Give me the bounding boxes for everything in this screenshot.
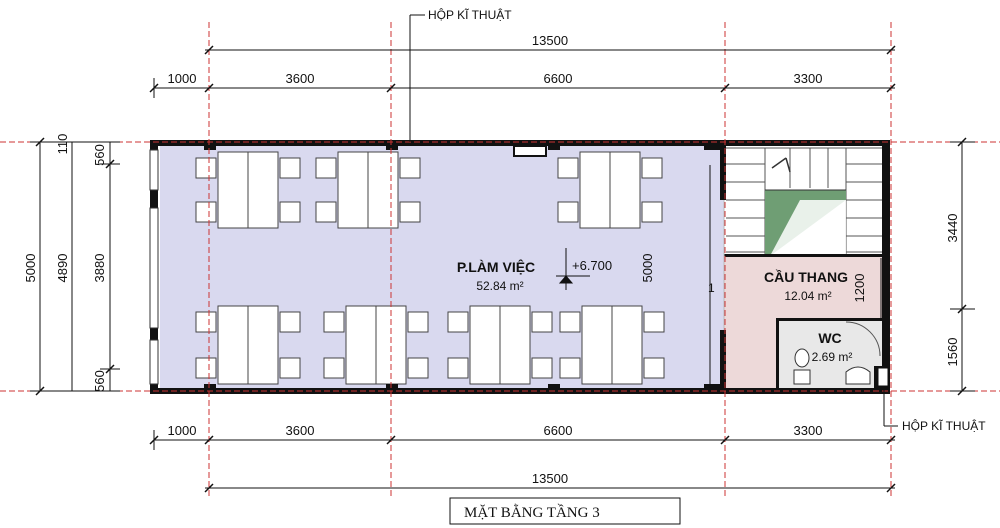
dim-top-seg-2: 3600 (286, 71, 315, 86)
dim-top-seg-4: 3300 (794, 71, 823, 86)
dim-left-part-2: 560 (92, 144, 107, 166)
desk (247, 305, 279, 385)
drawing-title: MẶT BẰNG TẦNG 3 (464, 504, 600, 521)
chair (643, 357, 665, 379)
office-room-name: P.LÀM VIỆC (457, 258, 535, 275)
dim-bottom-total: 13500 (532, 471, 568, 486)
dim-left-part-1: 110 (55, 134, 70, 155)
chair (447, 357, 469, 379)
chair (279, 357, 301, 379)
chair (279, 311, 301, 333)
chair (641, 157, 663, 179)
desk (609, 151, 641, 229)
chair (559, 357, 581, 379)
chair (641, 201, 663, 223)
dim-top-seg-1: 1000 (168, 71, 197, 86)
dim-bottom-seg-3: 6600 (544, 423, 573, 438)
dim-right-part-2: 1560 (945, 338, 960, 367)
tech-box-label-bottom: HỘP KĨ THUẬT (902, 418, 986, 433)
chair (195, 201, 217, 223)
chair (279, 157, 301, 179)
desk (579, 151, 611, 229)
chair (195, 157, 217, 179)
desk (581, 305, 613, 385)
chair (559, 311, 581, 333)
dim-left-part-4: 560 (92, 370, 107, 392)
desk (367, 151, 399, 229)
office-room-area: 52.84 m² (476, 279, 523, 293)
wc-fixtures (793, 321, 881, 385)
office-level: +6.700 (572, 258, 612, 273)
chair (279, 201, 301, 223)
left-windows (149, 149, 159, 385)
wc-room-area: 2.69 m² (812, 350, 853, 364)
chair (195, 357, 217, 379)
desk (499, 305, 531, 385)
desk (217, 305, 249, 385)
dim-right-part-1: 3440 (945, 214, 960, 243)
dim-middle-vertical: 5000 (640, 254, 655, 283)
chair (447, 311, 469, 333)
desk (247, 151, 279, 229)
desk (611, 305, 643, 385)
dimension-ticks (35, 45, 967, 493)
chair (323, 357, 345, 379)
desk (375, 305, 407, 385)
chair (407, 357, 429, 379)
dimension-lines (30, 14, 975, 489)
tech-box-label-top: HỘP KĨ THUẬT (428, 7, 512, 22)
tech-box-bottom (877, 367, 889, 387)
dim-top-seg-3: 6600 (544, 71, 573, 86)
desk (469, 305, 501, 385)
dim-bottom-seg-2: 3600 (286, 423, 315, 438)
desk (337, 151, 369, 229)
chair (323, 311, 345, 333)
desk (217, 151, 249, 229)
dim-left-part-3: 3880 (92, 254, 107, 283)
dim-bottom-seg-4: 3300 (794, 423, 823, 438)
chair (531, 357, 553, 379)
wc-room-name: WC (818, 330, 841, 346)
drawing-title-box (449, 497, 681, 525)
chair (643, 311, 665, 333)
chair (399, 201, 421, 223)
chair (531, 311, 553, 333)
chair (315, 201, 337, 223)
furniture-group (195, 151, 665, 385)
desk (345, 305, 377, 385)
chair (195, 311, 217, 333)
stair-void-white (770, 200, 846, 256)
chair (557, 157, 579, 179)
stair-room-area: 12.04 m² (784, 289, 831, 303)
stair-room-name: CẦU THANG (764, 269, 848, 285)
chair (557, 201, 579, 223)
dim-stair-vertical: 1200 (852, 274, 867, 303)
grid-axes (0, 22, 1000, 496)
chair (407, 311, 429, 333)
dim-left-inner: 4890 (55, 254, 70, 283)
dim-top-total: 13500 (532, 33, 568, 48)
wall-marker-label: 1 (708, 281, 715, 295)
chair (315, 157, 337, 179)
dim-left-total: 5000 (23, 254, 38, 283)
chair (399, 157, 421, 179)
dim-bottom-seg-1: 1000 (168, 423, 197, 438)
level-marker (556, 248, 590, 290)
tech-box-top (513, 145, 547, 157)
